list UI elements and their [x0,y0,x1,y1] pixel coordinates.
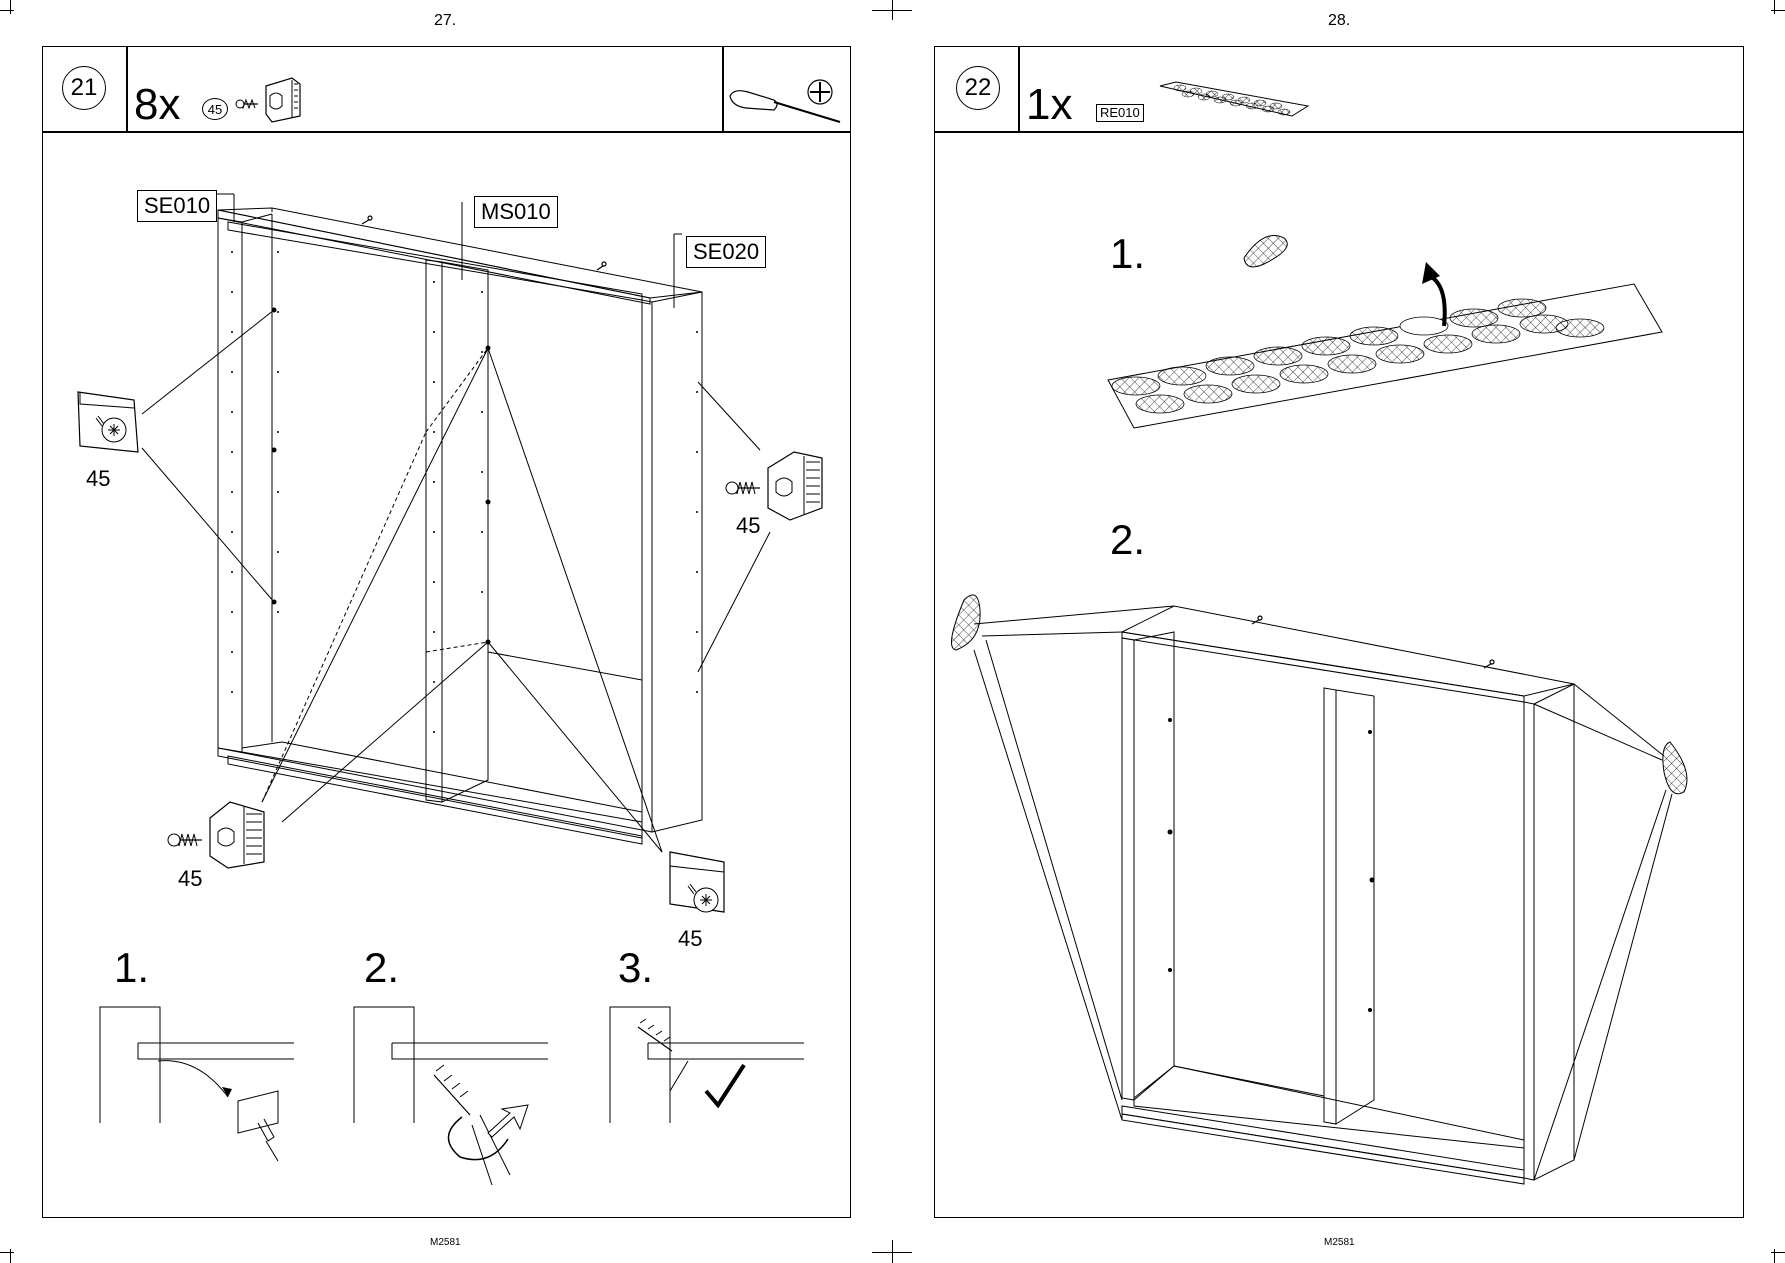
quantity: 1x [1026,80,1073,129]
cam-fitting-icon [77,391,139,453]
crop-mark [1774,0,1775,14]
header-divider [42,131,851,133]
substep-label: 1. [1110,230,1146,277]
substep-label: 2. [364,944,400,991]
crop-mark [0,10,14,11]
substep-label: 2. [1110,516,1146,563]
step-21-panel [42,46,851,1218]
part-number: 45 [202,98,228,120]
substep-label: 3. [618,944,654,991]
crop-mark [0,1252,14,1253]
part-label-se010: SE010 [137,190,218,222]
cam-tightened-detail [609,1006,804,1123]
substep-label: 1. [114,944,150,991]
crop-mark [892,1240,893,1263]
step-22-panel [934,46,1744,1218]
part-label-ms010: MS010 [474,196,558,228]
crop-mark [10,1249,11,1263]
header-divider [934,131,1744,133]
page-number: 28. [1328,12,1351,29]
step-number: 22 [956,66,1000,110]
wardrobe-assembly-drawing [141,193,771,853]
cam-fitting-icon [669,851,725,913]
part-callout: 45 [178,866,203,891]
part-code: RE010 [1096,104,1144,122]
crop-mark [1771,10,1785,11]
cam-screw-detail [353,1006,548,1186]
crop-mark [1774,1249,1775,1263]
header-divider [126,46,128,132]
part-callout: 45 [736,513,761,538]
cam-fitting-icon [167,801,265,869]
felt-pad-sheet-drawing [1107,235,1663,429]
part-label-se020: SE020 [686,236,767,268]
felt-pad-sheet-icon [1159,81,1310,117]
page-number: 27. [434,12,457,29]
wardrobe-felt-pad-drawing [951,594,1688,1185]
footer-code: M2581 [430,1237,461,1248]
cam-fitting-icon [725,451,823,521]
cam-insert-detail [99,1006,294,1162]
quantity: 8x [134,80,181,129]
part-callout: 45 [678,926,703,951]
part-callout: 45 [86,466,111,491]
crop-mark [892,0,893,20]
screwdriver-phillips-icon [729,79,841,123]
cam-fitting-icon [235,77,301,123]
crop-mark [10,0,11,14]
footer-code: M2581 [1324,1237,1355,1248]
step-number: 21 [62,66,106,110]
crop-mark [1771,1252,1785,1253]
header-divider [1018,46,1020,132]
header-divider [722,46,724,132]
